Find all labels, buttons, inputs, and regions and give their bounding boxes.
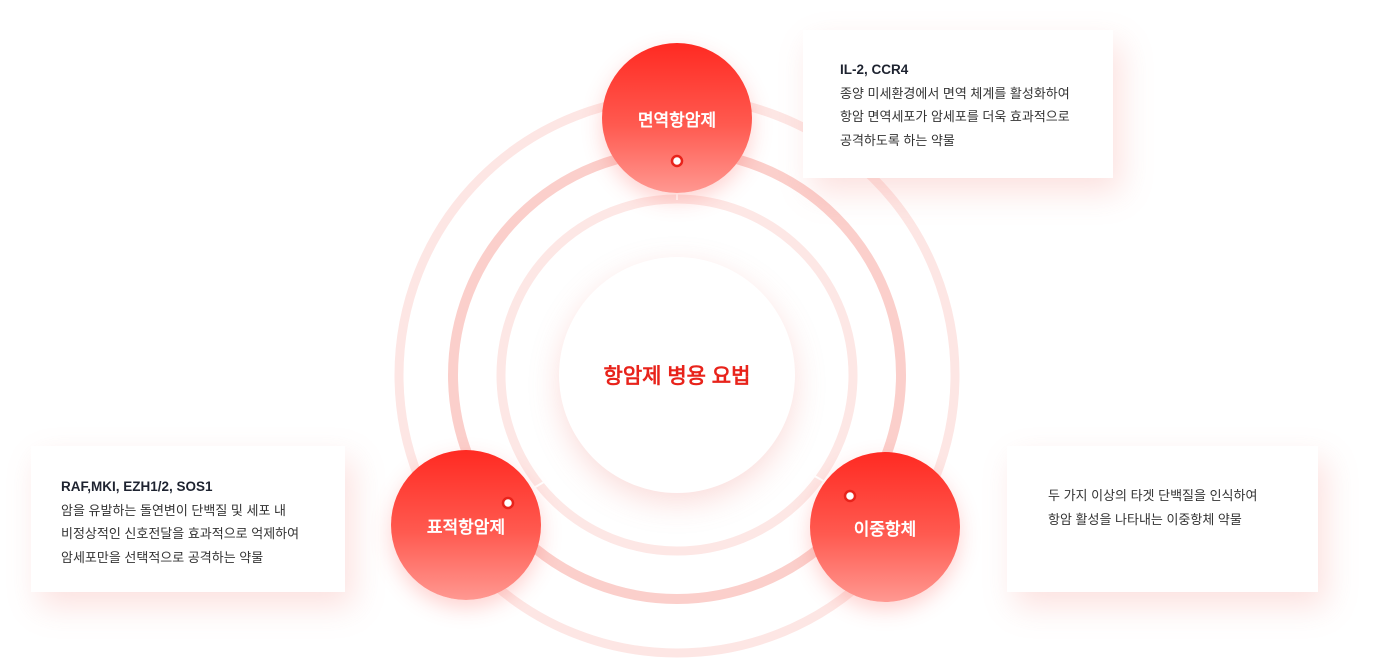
node-label: 표적항암제 <box>426 517 506 537</box>
targets: RAF,MKI, EZH1/2, SOS1 <box>61 479 213 494</box>
desc-line: 암을 유발하는 돌연변이 단백질 및 세포 내 <box>61 502 286 518</box>
desc-line: 두 가지 이상의 타겟 단백질을 인식하여 <box>1048 488 1258 503</box>
info-box-immune: IL-2, CCR4 종양 미세환경에서 면역 체계를 활성화하여 항암 면역세… <box>803 30 1113 178</box>
node-targeted: 표적항암제 <box>391 450 541 600</box>
center-title: 항암제 병용 요법 <box>603 365 751 388</box>
node-bispecific: 이중항체 <box>810 452 960 602</box>
node-immune: 면역항암제 <box>602 43 752 193</box>
node-label: 면역항암제 <box>637 110 717 130</box>
desc-line: 공격하도록 하는 약물 <box>840 132 955 148</box>
desc-line: 비정상적인 신호전달을 효과적으로 억제하여 <box>61 526 300 541</box>
desc-line: 항암 활성을 나타내는 이중항체 약물 <box>1048 511 1242 527</box>
center-circle: 항암제 병용 요법 <box>559 257 795 493</box>
targets: IL-2, CCR4 <box>840 62 909 77</box>
desc-line: 항암 면역세포가 암세포를 더욱 효과적으로 <box>840 109 1070 124</box>
desc-line: 암세포만을 선택적으로 공격하는 약물 <box>61 549 264 565</box>
info-box-targeted: RAF,MKI, EZH1/2, SOS1 암을 유발하는 돌연변이 단백질 및… <box>31 446 345 592</box>
node-label: 이중항체 <box>853 519 917 539</box>
desc-line: 종양 미세환경에서 면역 체계를 활성화하여 <box>840 85 1070 101</box>
info-box-bispecific: 두 가지 이상의 타겟 단백질을 인식하여 항암 활성을 나타내는 이중항체 약… <box>1007 446 1318 592</box>
